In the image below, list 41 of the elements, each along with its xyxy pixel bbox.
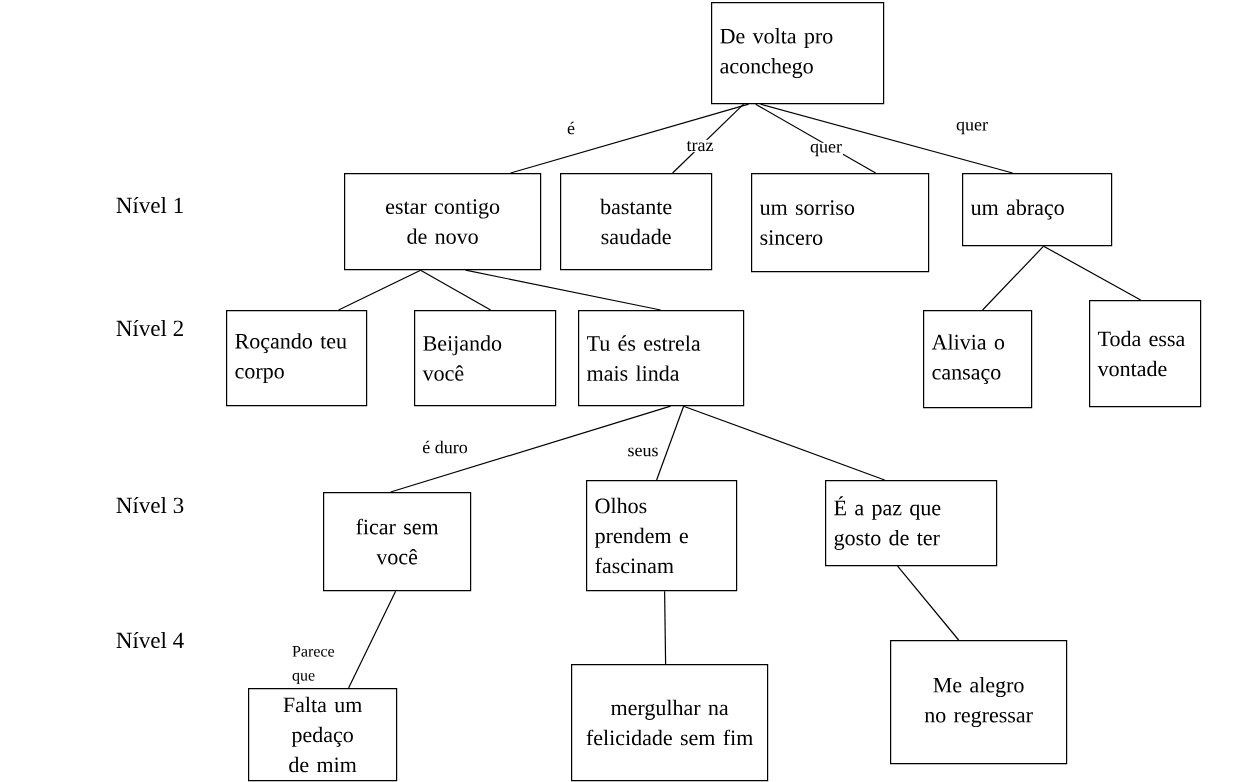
text-box: um abraço xyxy=(962,173,1113,247)
text-box: De volta pro aconchego xyxy=(711,2,885,105)
connector-line xyxy=(465,269,662,311)
level-label: Nível 2 xyxy=(116,319,183,337)
edge-label: seus xyxy=(626,446,660,458)
text-box: Tu és estrela mais linda xyxy=(578,310,745,407)
text-box: Me alegro no regressar xyxy=(890,640,1068,765)
connector-line xyxy=(656,405,685,481)
connector-line xyxy=(982,245,1045,311)
connector-line xyxy=(664,590,667,665)
edge-label: traz xyxy=(685,139,715,153)
edge-label: quer xyxy=(955,120,989,136)
edge-label: quer xyxy=(809,142,843,158)
level-label: Nível 1 xyxy=(116,196,183,214)
connector-line xyxy=(672,103,745,174)
text-box: mergulhar na felicidade sem fim xyxy=(571,664,769,782)
text-box: estar contigo de novo xyxy=(344,173,542,271)
edge-label: é xyxy=(566,120,576,136)
connector-line xyxy=(510,103,750,174)
edge-label: é duro xyxy=(421,439,469,455)
connector-line xyxy=(760,103,1014,174)
text-box: Roçando teu corpo xyxy=(226,310,368,407)
text-box: ficar sem você xyxy=(323,492,472,592)
text-box: Olhos prendem e fascinam xyxy=(586,480,738,592)
connector-line xyxy=(348,590,397,689)
connector-line xyxy=(1043,245,1142,301)
connector-line xyxy=(390,405,672,493)
level-label: Nível 4 xyxy=(116,631,184,649)
edge-label: Parece que xyxy=(291,645,345,685)
level-label: Nível 3 xyxy=(116,496,184,514)
connector-line xyxy=(683,405,886,481)
connector-line xyxy=(420,269,492,311)
text-box: Beijando você xyxy=(414,310,557,407)
text-box: É a paz que gosto de ter xyxy=(825,480,998,567)
text-box: um sorriso sincero xyxy=(751,173,930,273)
text-box: Alivia o cansaço xyxy=(923,310,1033,409)
connector-line xyxy=(897,565,960,641)
text-box: Falta um pedaço de mim xyxy=(248,688,398,782)
connector-line xyxy=(338,269,422,311)
text-box: bastante saudade xyxy=(560,173,713,271)
text-box: Toda essa vontade xyxy=(1089,300,1202,408)
